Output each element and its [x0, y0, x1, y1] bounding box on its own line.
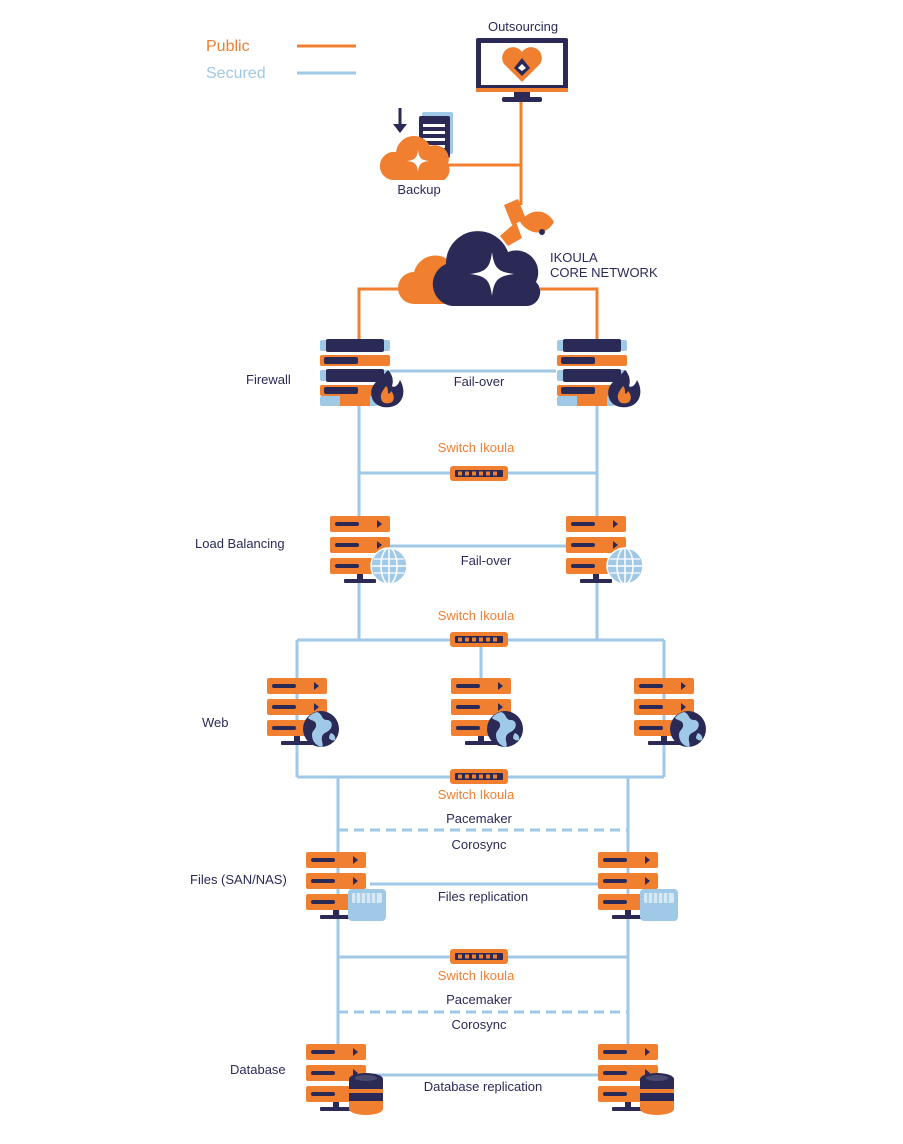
web-server-icon — [267, 678, 339, 747]
tier-label-firewall: Firewall — [246, 372, 291, 387]
switch-label: Switch Ikoula — [438, 968, 515, 983]
network-switch-icon — [450, 632, 508, 647]
storage-server-icon — [598, 852, 679, 922]
tier-label-files: Files (SAN/NAS) — [190, 872, 287, 887]
web-server-icon — [451, 678, 523, 747]
legend-secured-label: Secured — [206, 65, 266, 82]
corosync-label: Corosync — [452, 837, 507, 852]
network-switch-icon — [450, 769, 508, 784]
firewall-server-icon — [557, 339, 641, 408]
backup-label: Backup — [397, 182, 440, 197]
network-switch-icon — [450, 949, 508, 964]
files-replication-label: Files replication — [438, 889, 528, 904]
backup-node: Backup — [379, 108, 453, 197]
monitor-heart-icon — [476, 38, 568, 102]
tier-label-web: Web — [202, 715, 229, 730]
firewall-failover-label: Fail-over — [454, 374, 505, 389]
network-switch-icon — [450, 466, 508, 481]
db-replication-label: Database replication — [424, 1079, 543, 1094]
switch-label: Switch Ikoula — [438, 440, 515, 455]
pacemaker-label: Pacemaker — [446, 811, 512, 826]
core-network-node: IKOULA CORE NETWORK — [398, 231, 658, 307]
core-network-label-line1: IKOULA — [550, 250, 598, 265]
database-server-icon — [598, 1044, 674, 1115]
outsourcing-node: Outsourcing — [476, 19, 568, 102]
lb-failover-label: Fail-over — [461, 553, 512, 568]
legend-public-label: Public — [206, 38, 250, 55]
firewall-server-icon — [320, 339, 404, 408]
switch-label: Switch Ikoula — [438, 787, 515, 802]
switch-label: Switch Ikoula — [438, 608, 515, 623]
storage-server-icon — [306, 852, 387, 922]
tier-label-load-balancing: Load Balancing — [195, 536, 285, 551]
database-server-icon — [306, 1044, 383, 1115]
cloud-network-icon — [398, 231, 541, 307]
corosync-label: Corosync — [452, 1017, 507, 1032]
pacemaker-label: Pacemaker — [446, 992, 512, 1007]
tier-label-database: Database — [230, 1062, 286, 1077]
web-server-icon — [634, 678, 706, 747]
cloud-backup-icon — [379, 108, 453, 180]
ikoula-fish-logo-icon — [500, 199, 554, 246]
load-balancer-icon — [330, 516, 408, 585]
outsourcing-label: Outsourcing — [488, 19, 558, 34]
core-network-label-line2: CORE NETWORK — [550, 265, 658, 280]
load-balancer-icon — [566, 516, 644, 585]
legend: Public Secured — [206, 38, 356, 82]
